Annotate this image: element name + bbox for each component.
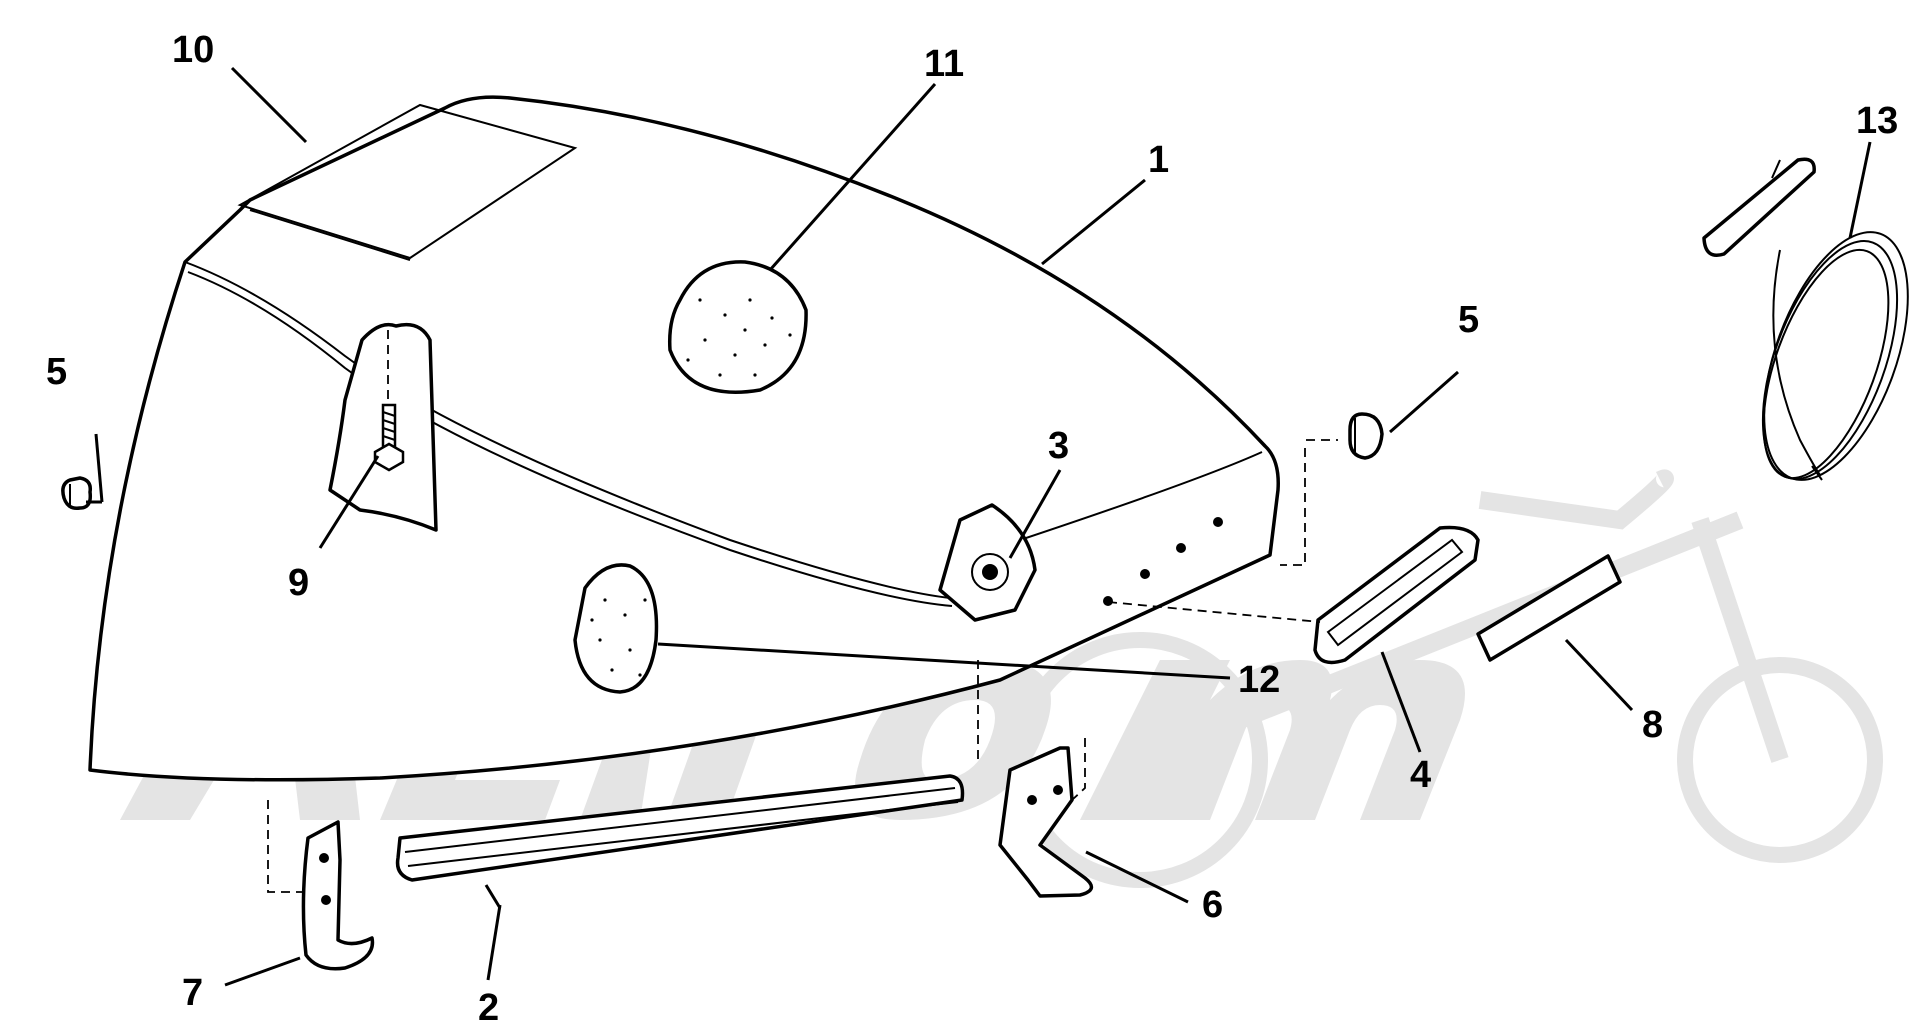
callout-5-right: 5 bbox=[1458, 299, 1479, 341]
callouts: 1 2 3 4 5 5 6 7 8 9 10 11 12 13 bbox=[46, 29, 1898, 1024]
callout-4: 4 bbox=[1410, 754, 1431, 796]
rear-block bbox=[1313, 525, 1480, 665]
callout-12: 12 bbox=[1238, 659, 1280, 701]
callout-2: 2 bbox=[478, 987, 499, 1024]
seal-strip bbox=[395, 774, 965, 882]
decal-texture bbox=[590, 298, 792, 677]
plug-right bbox=[1348, 412, 1384, 460]
callout-11: 11 bbox=[924, 43, 964, 85]
assembly-lines bbox=[267, 439, 1338, 893]
bracket-right bbox=[998, 746, 1094, 898]
cable-assembly bbox=[1702, 157, 1909, 481]
callout-5-left: 5 bbox=[46, 351, 67, 393]
callout-9: 9 bbox=[288, 562, 309, 604]
plug-left bbox=[61, 476, 93, 511]
callout-10: 10 bbox=[172, 29, 214, 71]
label-plate bbox=[1476, 554, 1622, 662]
callout-8: 8 bbox=[1642, 704, 1663, 746]
callout-6: 6 bbox=[1202, 884, 1223, 926]
callout-1: 1 bbox=[1148, 139, 1169, 181]
bracket-left bbox=[301, 820, 375, 971]
engine-cover bbox=[88, 95, 1280, 782]
leader-lines bbox=[86, 66, 1872, 987]
callout-13: 13 bbox=[1856, 100, 1898, 142]
callout-3: 3 bbox=[1048, 425, 1069, 467]
callout-7: 7 bbox=[182, 972, 203, 1014]
